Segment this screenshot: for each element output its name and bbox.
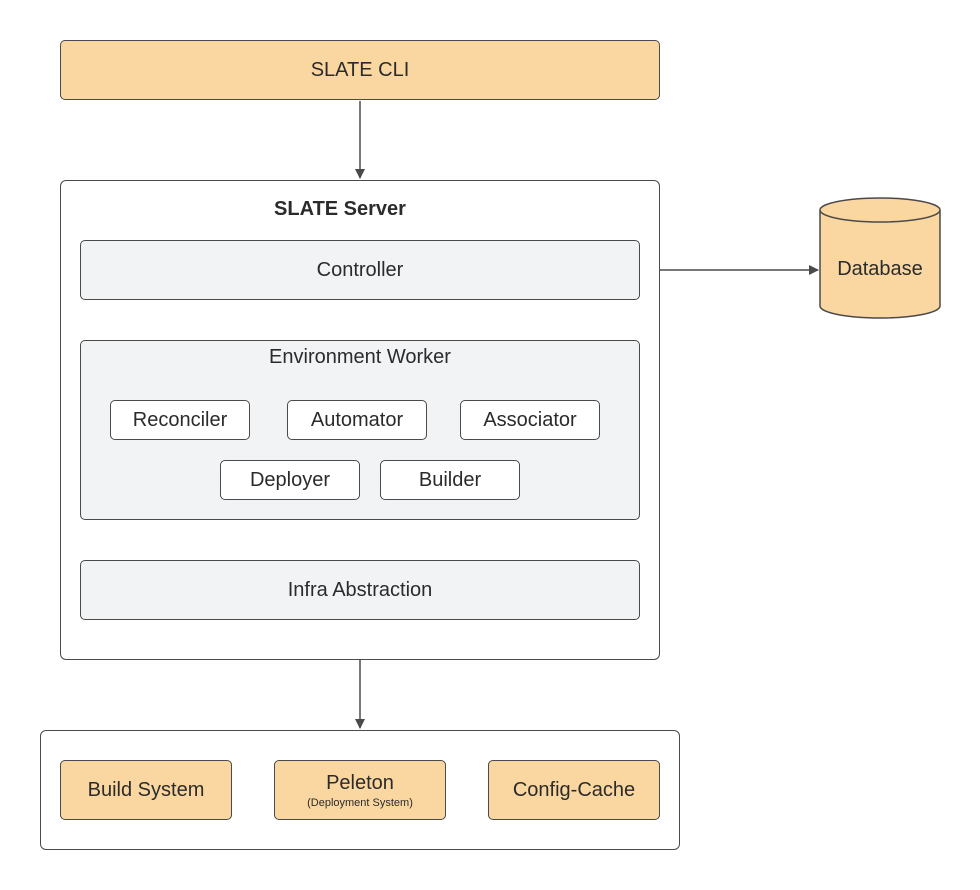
- peleton-sublabel: (Deployment System): [307, 796, 413, 809]
- builder-box: Builder: [380, 460, 520, 500]
- peleton-label: Peleton: [326, 771, 394, 794]
- peleton-box: Peleton (Deployment System): [274, 760, 446, 820]
- associator-box: Associator: [460, 400, 600, 440]
- config-cache-label: Config-Cache: [512, 778, 636, 801]
- slate-server-title: SLATE Server: [274, 198, 406, 220]
- slate-cli-box: SLATE CLI: [60, 40, 660, 100]
- builder-label: Builder: [418, 468, 482, 491]
- controller-label: Controller: [316, 258, 404, 281]
- infra-abstraction-box: Infra Abstraction: [80, 560, 640, 620]
- build-system-label: Build System: [87, 778, 205, 801]
- automator-label: Automator: [310, 408, 404, 431]
- deployer-box: Deployer: [220, 460, 360, 500]
- deployer-label: Deployer: [249, 468, 331, 491]
- slate-cli-label: SLATE CLI: [310, 58, 410, 81]
- controller-box: Controller: [80, 240, 640, 300]
- build-system-box: Build System: [60, 760, 232, 820]
- environment-worker-title: Environment Worker: [269, 346, 451, 368]
- reconciler-label: Reconciler: [132, 408, 228, 431]
- reconciler-box: Reconciler: [110, 400, 250, 440]
- infra-abstraction-label: Infra Abstraction: [287, 578, 433, 601]
- associator-label: Associator: [483, 408, 577, 431]
- database-label: Database: [837, 258, 923, 280]
- config-cache-box: Config-Cache: [488, 760, 660, 820]
- automator-box: Automator: [287, 400, 427, 440]
